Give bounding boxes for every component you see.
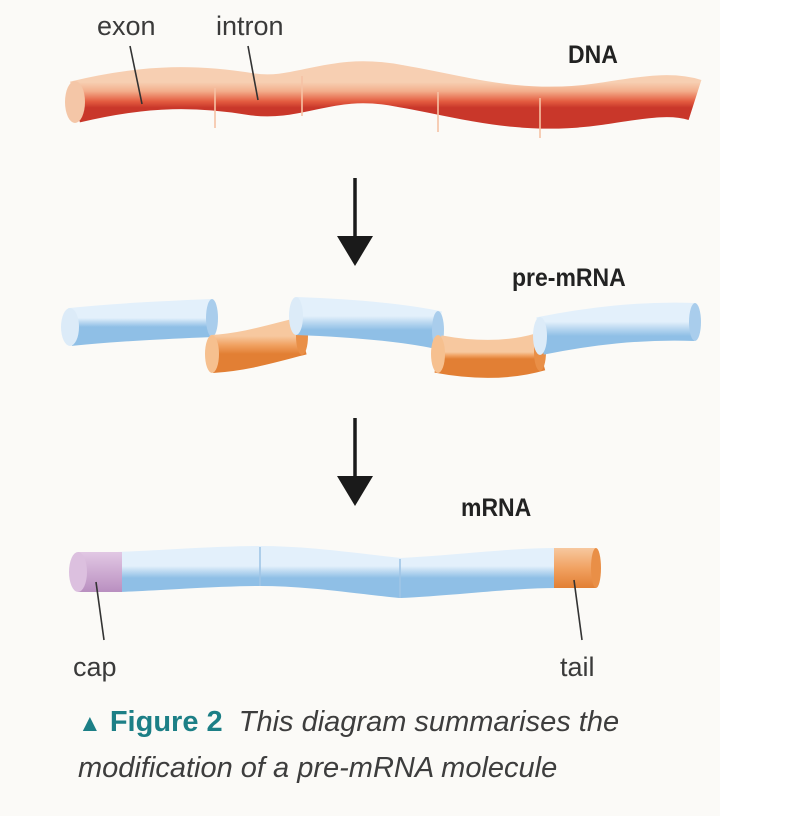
caption-text: This diagram summarises the modification… [78, 706, 620, 784]
mrna-tail-end [591, 548, 601, 588]
tail-leader-line [573, 579, 583, 641]
mrna-poly-a-tail [554, 548, 596, 588]
figure-caption: ▲ Figure 2 This diagram summarises the m… [78, 700, 678, 790]
pre-mrna-intron-2 [431, 333, 546, 378]
mrna-cap [78, 552, 122, 592]
mrna-strand [69, 545, 601, 641]
pre-mrna-exon-2 [289, 297, 444, 349]
splicing-diagram [61, 45, 702, 641]
figure-number: Figure 2 [109, 706, 223, 738]
tail-label: tail [560, 652, 595, 682]
intron-label: intron [216, 11, 284, 41]
cap-label: cap [73, 652, 117, 682]
intron-leader-line [247, 45, 259, 101]
dna-strand [65, 45, 702, 138]
dna-body [70, 61, 702, 129]
exon-label: exon [97, 11, 156, 41]
figure-panel: exon intron DNA pre-mRNA mRNA cap tail ▲… [61, 11, 702, 790]
pre-mrna-strand [61, 297, 701, 378]
pre-mrna-label: pre-mRNA [512, 264, 626, 292]
cap-leader-line [95, 581, 105, 641]
mrna-cap-end [69, 552, 87, 592]
arrow-down-icon [337, 178, 373, 266]
exon-leader-line [129, 45, 143, 105]
pre-mrna-exon-3 [533, 302, 701, 355]
dna-label: DNA [568, 41, 618, 69]
mrna-label: mRNA [461, 494, 532, 522]
mrna-body [117, 545, 557, 599]
arrow-down-icon [337, 418, 373, 506]
dna-end-cap [65, 81, 85, 123]
pre-mrna-exon-1 [61, 299, 218, 346]
triangle-up-icon: ▲ [78, 710, 102, 737]
